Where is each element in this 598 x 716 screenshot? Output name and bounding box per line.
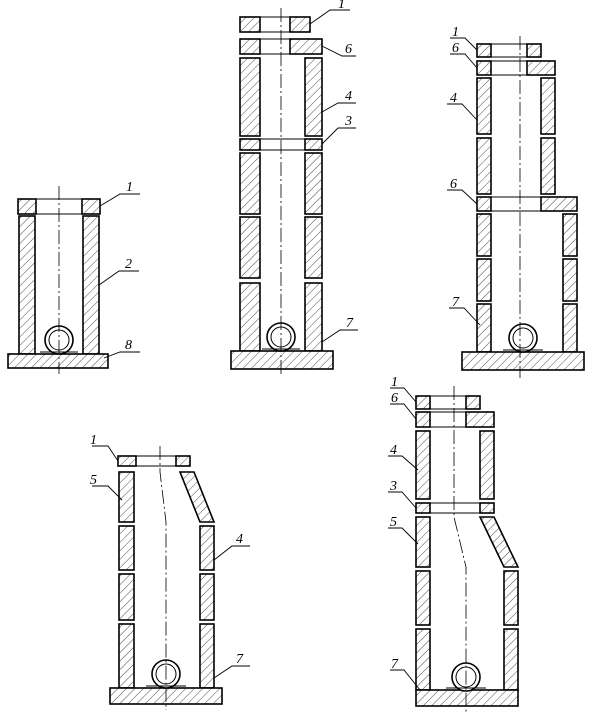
wall-ring-right <box>479 430 495 500</box>
callout-1: 1 <box>391 375 398 390</box>
chamber-wall-left <box>118 623 135 689</box>
cone-wall-left <box>415 516 431 568</box>
chamber-wall-right <box>503 628 519 691</box>
chamber-wall-right <box>562 303 578 353</box>
cover-ring-left <box>117 455 137 467</box>
cover-ring-right <box>526 43 542 58</box>
cover-ring-right <box>465 395 481 410</box>
callout-4: 4 <box>345 89 352 104</box>
ring-wall-left <box>18 215 36 355</box>
cover-ring-right <box>81 198 101 215</box>
callout-6: 6 <box>452 41 459 56</box>
callout-1: 1 <box>338 0 345 12</box>
adjust-ring-right <box>479 502 495 514</box>
wall-ring-right <box>304 152 323 215</box>
wall-ring-right <box>304 216 323 279</box>
wall-ring-left <box>476 77 492 135</box>
callout-1: 1 <box>452 25 459 40</box>
callout-4: 4 <box>390 443 397 458</box>
wall-ring-left <box>239 57 261 137</box>
wall-ring-left <box>118 573 135 621</box>
scheme-3: 1 6 4 6 7 <box>447 25 585 378</box>
cover-ring-left <box>17 198 37 215</box>
callout-4: 4 <box>236 532 243 547</box>
callout-1: 1 <box>90 433 97 448</box>
wall-ring-left <box>118 525 135 571</box>
chamber-ring-left <box>476 213 492 257</box>
callout-7: 7 <box>236 652 244 667</box>
support-ring-right <box>526 60 556 76</box>
cone-wall-right <box>478 516 520 568</box>
scheme-5: 1 6 4 3 5 7 <box>388 375 520 712</box>
chamber-ring-right <box>503 570 519 626</box>
scheme-1: 1 2 8 <box>7 180 140 374</box>
callout-8: 8 <box>125 338 132 353</box>
cover-ring-left <box>415 395 431 410</box>
support-ring-left <box>239 38 261 55</box>
callout-1: 1 <box>126 180 133 195</box>
chamber-ring-left <box>476 258 492 302</box>
wall-ring-right <box>199 525 215 571</box>
chamber-wall-left <box>239 282 261 352</box>
callout-6: 6 <box>450 177 457 192</box>
wall-ring-right <box>540 137 556 195</box>
chamber-ring-right <box>562 258 578 302</box>
adjust-ring-left <box>415 502 431 514</box>
cone-wall-left <box>118 471 135 523</box>
wall-ring-left <box>239 216 261 279</box>
cover-ring-right <box>175 455 191 467</box>
scheme-4: 1 5 4 7 <box>90 433 250 710</box>
callout-5: 5 <box>390 515 397 530</box>
wall-ring-left <box>476 137 492 195</box>
adjust-ring-left <box>239 138 261 151</box>
support-ring-right <box>289 38 323 55</box>
wall-ring-left <box>239 152 261 215</box>
base-slab <box>415 689 519 707</box>
chamber-wall-right <box>304 282 323 352</box>
reduce-slab-left <box>476 196 492 212</box>
support-ring-right <box>465 411 495 428</box>
cover-ring-left <box>239 16 261 33</box>
cover-ring-left <box>476 43 492 58</box>
chamber-wall-right <box>199 623 215 689</box>
base-slab <box>461 351 585 371</box>
reduce-slab-right <box>540 196 578 212</box>
callout-6: 6 <box>391 391 398 406</box>
callout-7: 7 <box>391 657 399 672</box>
scheme-2: 1 6 4 3 7 <box>230 0 358 376</box>
callout-7: 7 <box>452 295 460 310</box>
ring-wall-right <box>82 215 100 355</box>
chamber-ring-right <box>562 213 578 257</box>
chamber-wall-left <box>476 303 492 353</box>
wall-ring-right <box>540 77 556 135</box>
base-slab <box>230 350 334 370</box>
support-ring-left <box>476 60 492 76</box>
callout-5: 5 <box>90 473 97 488</box>
chamber-wall-left <box>415 628 431 691</box>
adjust-ring-right <box>304 138 323 151</box>
callout-2: 2 <box>125 257 132 272</box>
base-slab <box>7 353 109 369</box>
callout-3: 3 <box>389 479 397 494</box>
callout-3: 3 <box>344 114 352 129</box>
wall-ring-right <box>304 57 323 137</box>
chamber-ring-left <box>415 570 431 626</box>
cover-ring-right <box>289 16 311 33</box>
callout-4: 4 <box>450 91 457 106</box>
support-ring-left <box>415 411 431 428</box>
callout-7: 7 <box>346 316 354 331</box>
wall-ring-left <box>415 430 431 500</box>
cone-wall-right <box>178 471 216 523</box>
wall-ring-right <box>199 573 215 621</box>
callout-6: 6 <box>345 42 352 57</box>
